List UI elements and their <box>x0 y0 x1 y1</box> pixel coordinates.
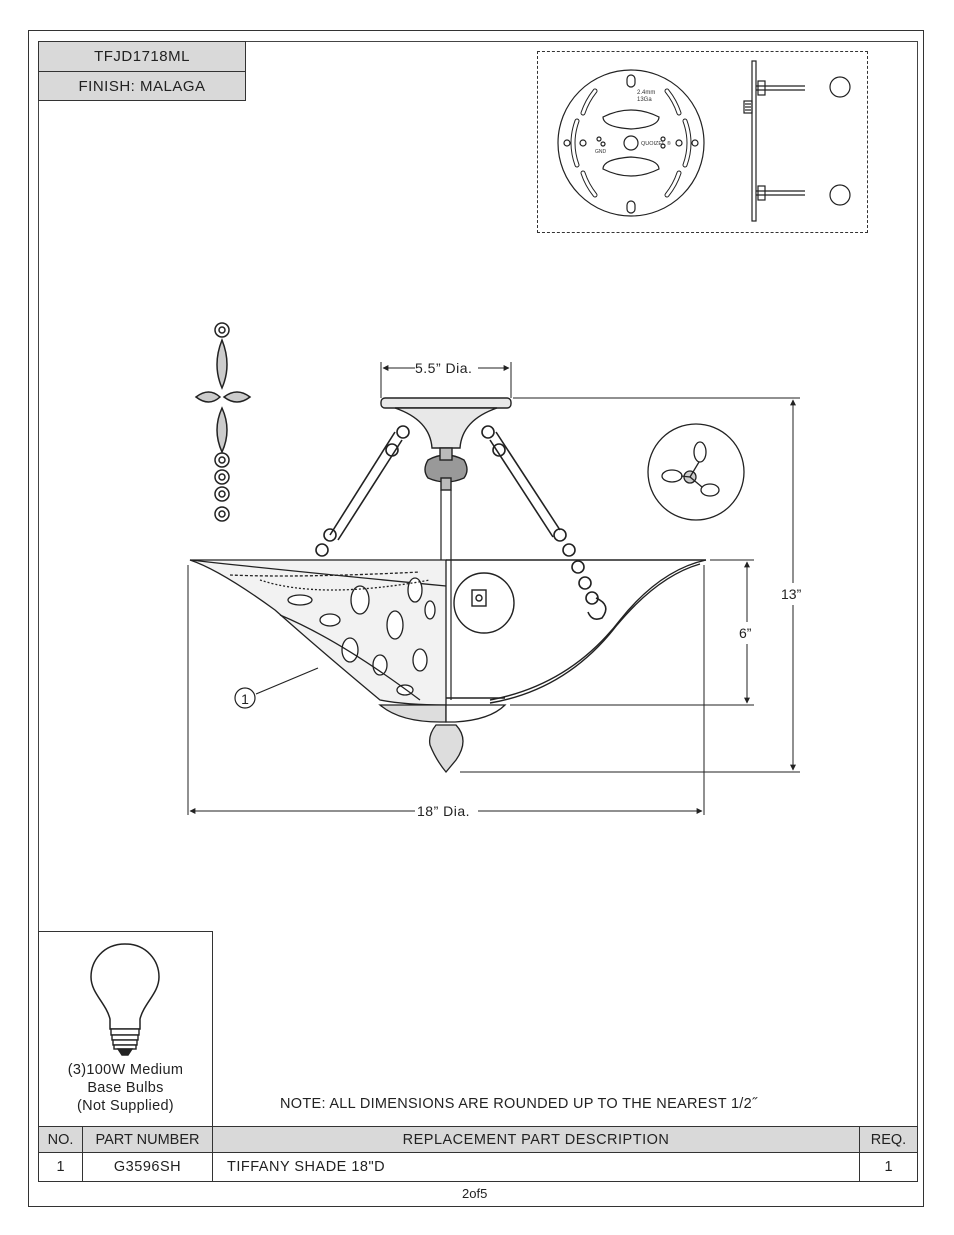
bulb-caption-line2: Base Bulbs <box>87 1080 164 1096</box>
page-number: 2of5 <box>462 1186 488 1201</box>
table-row-1-no: 1 <box>38 1152 83 1182</box>
outer-frame <box>28 30 924 1207</box>
callout-number: 1 <box>241 691 249 707</box>
fixture-drawing: 1 <box>187 322 800 815</box>
model-number: TFJD1718ML <box>94 48 190 65</box>
table-row-1-description: TIFFANY SHADE 18"D <box>212 1152 860 1182</box>
col-header-no: NO. <box>38 1126 83 1153</box>
bulb-caption-line3: (Not Supplied) <box>77 1098 174 1114</box>
canopy <box>380 397 512 491</box>
plate-brand-label: QUOIZEL <box>641 141 665 147</box>
plate-brand-mark: ® <box>667 140 671 147</box>
bulb-cluster-view <box>647 423 745 521</box>
bottom-finial <box>378 704 507 774</box>
finish-label: FINISH: MALAGA <box>78 77 206 95</box>
table-row-1-part-number: G3596SH <box>82 1152 213 1182</box>
chain-detail <box>194 322 252 522</box>
dimension-note: NOTE: ALL DIMENSIONS ARE ROUNDED UP TO T… <box>280 1096 758 1112</box>
finish-box: FINISH: MALAGA <box>38 71 246 101</box>
table-row-1-req: 1 <box>859 1152 918 1182</box>
plate-side-view <box>743 60 851 222</box>
crossbar-plate-outline <box>557 69 705 217</box>
shade-outline-half <box>446 559 707 704</box>
parts-table: NO. PART NUMBER REPLACEMENT PART DESCRIP… <box>38 1126 918 1182</box>
col-header-part-number: PART NUMBER <box>82 1126 213 1153</box>
bulb-icon <box>90 943 160 1056</box>
col-header-req: REQ. <box>859 1126 918 1153</box>
overall-diameter-label: 18” Dia. <box>417 803 471 819</box>
canopy-diameter-label: 5.5” Dia. <box>415 360 473 376</box>
plate-gauge-1: 2.4mm <box>637 90 655 96</box>
callout-leader <box>234 667 319 709</box>
col-header-description: REPLACEMENT PART DESCRIPTION <box>212 1126 860 1153</box>
model-box: TFJD1718ML <box>38 41 246 72</box>
bulb-caption: (3)100W Medium Base Bulbs (Not Supplied) <box>38 1061 213 1115</box>
plate-gauge-2: 13Ga <box>637 97 652 103</box>
shade-height-label: 6” <box>739 625 752 641</box>
plate-gnd-label: GND <box>595 149 607 155</box>
mounting-plate-drawing: 2.4mm 13Ga GND QUOIZEL ® <box>557 60 851 222</box>
mounting-plate-box <box>537 51 868 233</box>
overall-height-label: 13” <box>781 586 802 602</box>
support-chains <box>315 425 607 620</box>
dimension-lines <box>187 362 800 815</box>
bulb-caption-line1: (3)100W Medium <box>67 1062 184 1078</box>
shade-decorated-half <box>189 559 447 706</box>
